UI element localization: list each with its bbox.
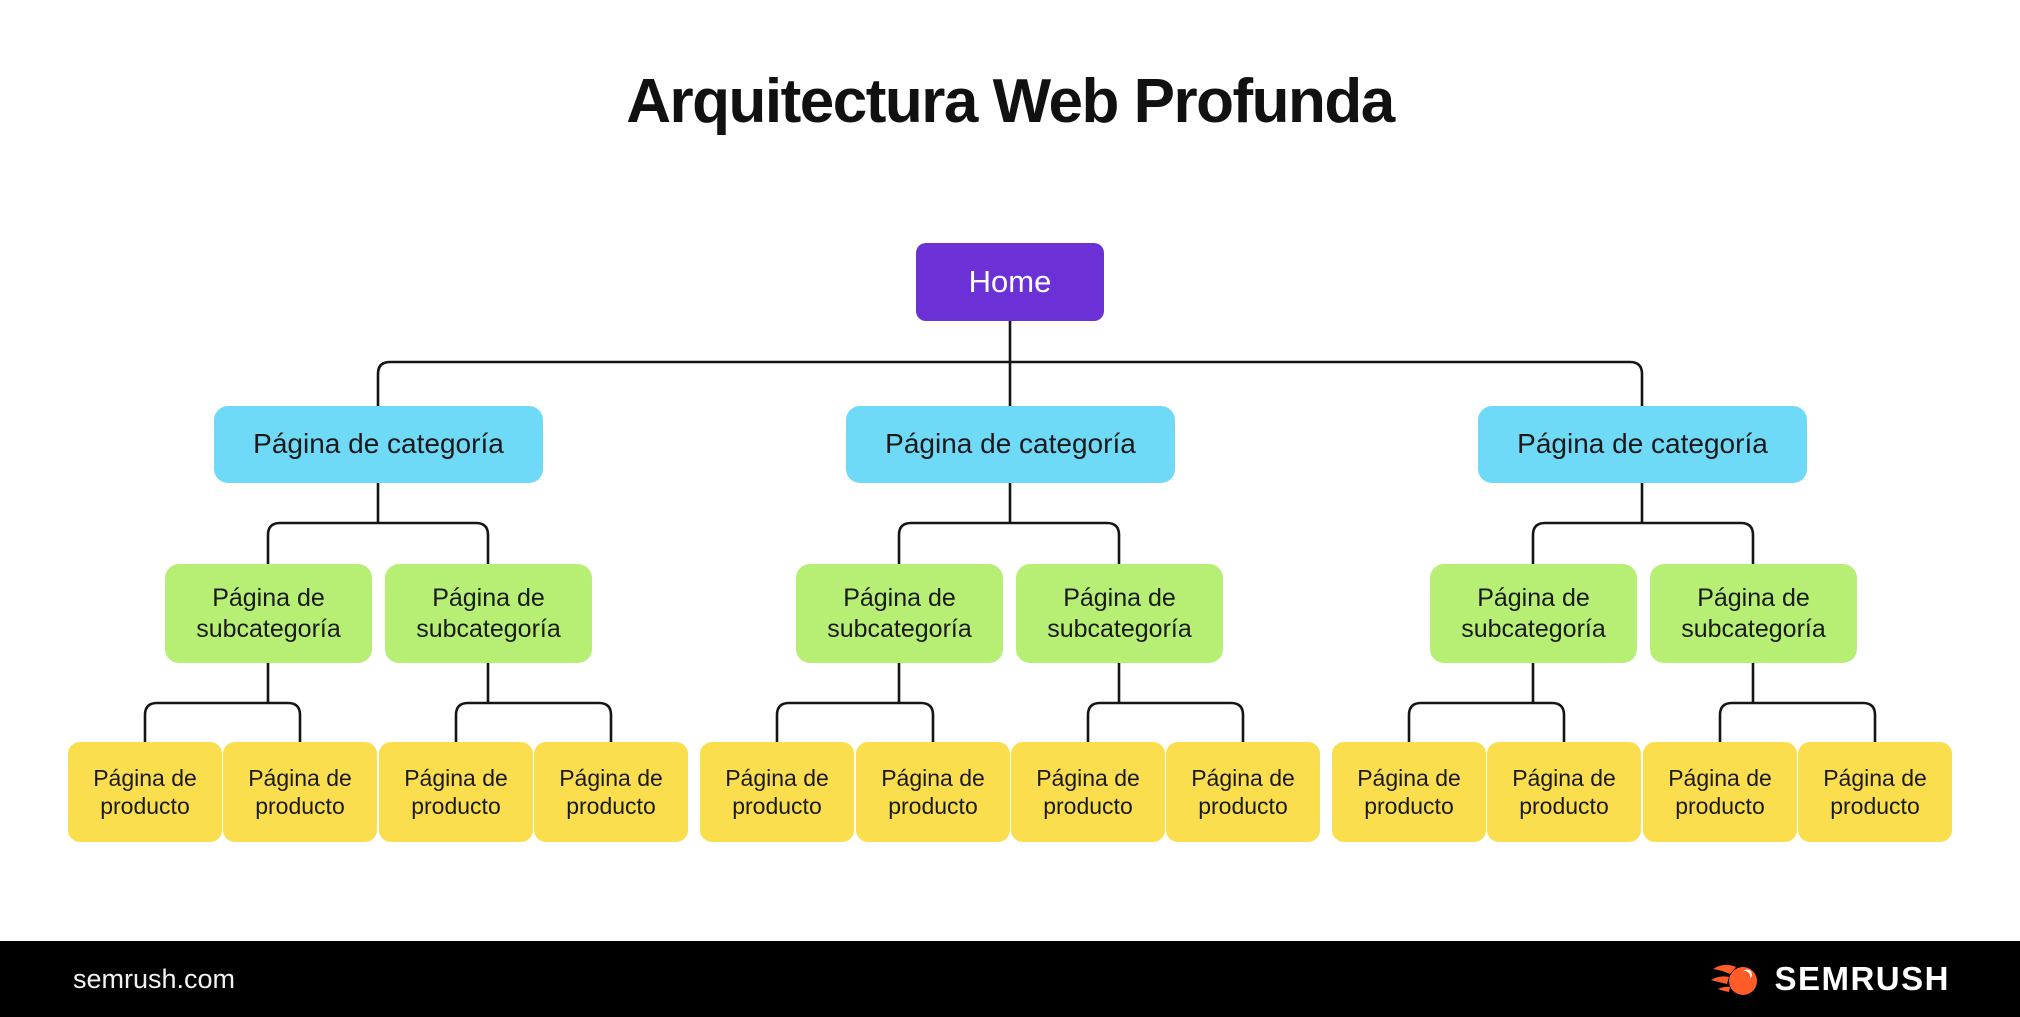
semrush-comet-icon — [1711, 964, 1758, 995]
node-product-5: Página de producto — [700, 742, 854, 842]
node-product-11: Página de producto — [1643, 742, 1797, 842]
node-product-6: Página de producto — [856, 742, 1010, 842]
node-subcategory-3: Página de subcategoría — [796, 564, 1003, 663]
footer-bar: semrush.com SEMRUSH — [0, 941, 2020, 1017]
node-product-10: Página de producto — [1487, 742, 1641, 842]
node-category-2: Página de categoría — [846, 406, 1175, 483]
node-product-12: Página de producto — [1798, 742, 1952, 842]
node-product-3: Página de producto — [379, 742, 533, 842]
node-category-3: Página de categoría — [1478, 406, 1807, 483]
node-product-2: Página de producto — [223, 742, 377, 842]
semrush-wordmark: SEMRUSH — [1774, 960, 1950, 997]
node-subcategory-6: Página de subcategoría — [1650, 564, 1857, 663]
node-subcategory-5: Página de subcategoría — [1430, 564, 1637, 663]
node-product-1: Página de producto — [68, 742, 222, 842]
page-title: Arquitectura Web Profunda — [626, 67, 1395, 136]
node-subcategory-1: Página de subcategoría — [165, 564, 372, 663]
footer-site-url: semrush.com — [73, 963, 236, 994]
node-product-9: Página de producto — [1332, 742, 1486, 842]
node-category-1: Página de categoría — [214, 406, 543, 483]
node-product-4: Página de producto — [534, 742, 688, 842]
node-product-7: Página de producto — [1011, 742, 1165, 842]
node-subcategory-4: Página de subcategoría — [1016, 564, 1223, 663]
semrush-logo: SEMRUSH — [1710, 959, 1950, 999]
node-product-8: Página de producto — [1166, 742, 1320, 842]
node-home: Home — [916, 243, 1104, 321]
node-subcategory-2: Página de subcategoría — [385, 564, 592, 663]
